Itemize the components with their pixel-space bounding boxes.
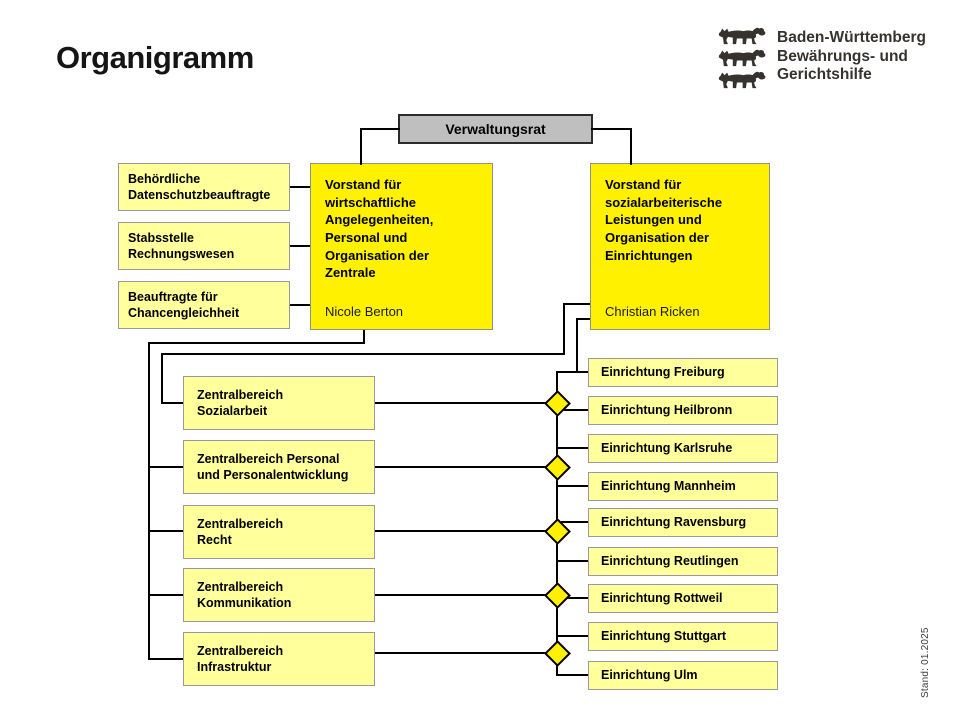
connector-line — [591, 128, 632, 130]
connector-line — [161, 353, 565, 355]
connector-line — [360, 128, 400, 130]
connector-line — [148, 658, 183, 660]
bw-lion-icon — [718, 27, 766, 45]
staff-unit-label: Stabsstelle Rechnungswesen — [128, 230, 235, 261]
zentralbereich-infrastruktur-box: Zentralbereich Infrastruktur — [183, 632, 375, 686]
einrichtung-label: Einrichtung Karlsruhe — [601, 441, 733, 456]
zentralbereich-sozialarbeit-box: Zentralbereich Sozialarbeit — [183, 376, 375, 430]
connector-line — [375, 530, 557, 532]
connector-line — [576, 318, 578, 373]
zentralbereich-recht-box: Zentralbereich Recht — [183, 505, 375, 559]
bw-logo: Baden-Württemberg Bewährungs- und Gerich… — [716, 27, 926, 89]
connector-line — [556, 447, 588, 449]
connector-line — [148, 342, 150, 660]
zentralbereich-label: Zentralbereich Sozialarbeit — [197, 387, 284, 418]
connector-line — [375, 466, 557, 468]
einrichtung-freiburg-box: Einrichtung Freiburg — [588, 358, 778, 387]
zentralbereich-label: Zentralbereich Recht — [197, 516, 284, 547]
bw-lion-icon — [718, 49, 766, 67]
einrichtung-reutlingen-box: Einrichtung Reutlingen — [588, 547, 778, 576]
connector-line — [290, 186, 310, 188]
vorstand-sozialarbeit-box: Vorstand für sozialarbeiterische Leistun… — [590, 163, 770, 330]
page-title: Organigramm — [56, 40, 254, 75]
connector-line — [375, 594, 557, 596]
vorstand-title: Vorstand für wirtschaftliche Angelegenhe… — [325, 177, 434, 281]
einrichtung-label: Einrichtung Mannheim — [601, 479, 736, 494]
connector-line — [148, 466, 183, 468]
einrichtung-label: Einrichtung Freiburg — [601, 365, 725, 380]
connector-line — [556, 409, 588, 411]
connector-line — [556, 560, 588, 562]
zentralbereich-label: Zentralbereich Personal und Personalentw… — [197, 451, 349, 482]
junction-diamond-icon — [544, 454, 571, 481]
vorstand-title: Vorstand für sozialarbeiterische Leistun… — [605, 177, 723, 263]
bw-lion-icon — [718, 71, 766, 89]
logo-text-line: Baden-Württemberg — [777, 29, 926, 46]
connector-line — [556, 485, 588, 487]
connector-line — [148, 594, 183, 596]
logo-text: Baden-Württemberg Bewährungs- und Gerich… — [777, 27, 926, 85]
connector-line — [630, 128, 632, 165]
einrichtung-label: Einrichtung Heilbronn — [601, 403, 733, 418]
verwaltungsrat-label: Verwaltungsrat — [445, 121, 546, 137]
connector-line — [161, 402, 183, 404]
einrichtung-label: Einrichtung Rottweil — [601, 591, 723, 606]
staff-unit-rechnungswesen-box: Stabsstelle Rechnungswesen — [118, 222, 290, 270]
connector-line — [556, 597, 588, 599]
einrichtung-stuttgart-box: Einrichtung Stuttgart — [588, 622, 778, 651]
bw-lions-emblem — [716, 27, 766, 89]
staff-unit-datenschutz-box: Behördliche Datenschutzbeauftragte — [118, 163, 290, 211]
zentralbereich-personal-box: Zentralbereich Personal und Personalentw… — [183, 440, 375, 494]
logo-text-line: Gerichtshilfe — [777, 66, 872, 83]
connector-line — [290, 304, 310, 306]
connector-line — [556, 371, 588, 373]
einrichtung-rottweil-box: Einrichtung Rottweil — [588, 584, 778, 613]
einrichtung-label: Einrichtung Ulm — [601, 668, 698, 683]
verwaltungsrat-box: Verwaltungsrat — [398, 114, 593, 144]
einrichtung-mannheim-box: Einrichtung Mannheim — [588, 472, 778, 501]
zentralbereich-label: Zentralbereich Infrastruktur — [197, 643, 284, 674]
zentralbereich-kommunikation-box: Zentralbereich Kommunikation — [183, 568, 375, 622]
connector-line — [556, 635, 588, 637]
connector-line — [563, 303, 590, 305]
connector-line — [363, 330, 365, 344]
junction-diamond-icon — [544, 582, 571, 609]
junction-diamond-icon — [544, 390, 571, 417]
staff-unit-label: Beauftragte für Chancengleichheit — [128, 289, 240, 320]
connector-line — [556, 521, 588, 523]
einrichtung-label: Einrichtung Stuttgart — [601, 629, 726, 644]
junction-diamond-icon — [544, 640, 571, 667]
staff-unit-chancengleichheit-box: Beauftragte für Chancengleichheit — [118, 281, 290, 329]
vorstand-person: Christian Ricken — [605, 304, 700, 319]
einrichtung-ravensburg-box: Einrichtung Ravensburg — [588, 508, 778, 537]
connector-line — [556, 674, 588, 676]
connector-line — [290, 245, 310, 247]
einrichtung-heilbronn-box: Einrichtung Heilbronn — [588, 396, 778, 425]
connector-line — [576, 318, 590, 320]
stand-note: Stand: 01.2025 — [920, 627, 931, 698]
einrichtung-ulm-box: Einrichtung Ulm — [588, 661, 778, 690]
einrichtung-karlsruhe-box: Einrichtung Karlsruhe — [588, 434, 778, 463]
connector-line — [563, 303, 565, 355]
einrichtung-label: Einrichtung Reutlingen — [601, 554, 739, 569]
staff-unit-label: Behördliche Datenschutzbeauftragte — [128, 171, 271, 202]
vorstand-wirtschaft-box: Vorstand für wirtschaftliche Angelegenhe… — [310, 163, 493, 330]
vorstand-person: Nicole Berton — [325, 304, 404, 319]
einrichtung-label: Einrichtung Ravensburg — [601, 515, 747, 530]
connector-line — [375, 652, 557, 654]
connector-line — [148, 342, 365, 344]
connector-line — [360, 128, 362, 165]
connector-line — [375, 402, 557, 404]
connector-line — [148, 530, 183, 532]
zentralbereich-label: Zentralbereich Kommunikation — [197, 579, 292, 610]
connector-line — [161, 353, 163, 404]
logo-text-line: Bewährungs- und — [777, 47, 908, 65]
